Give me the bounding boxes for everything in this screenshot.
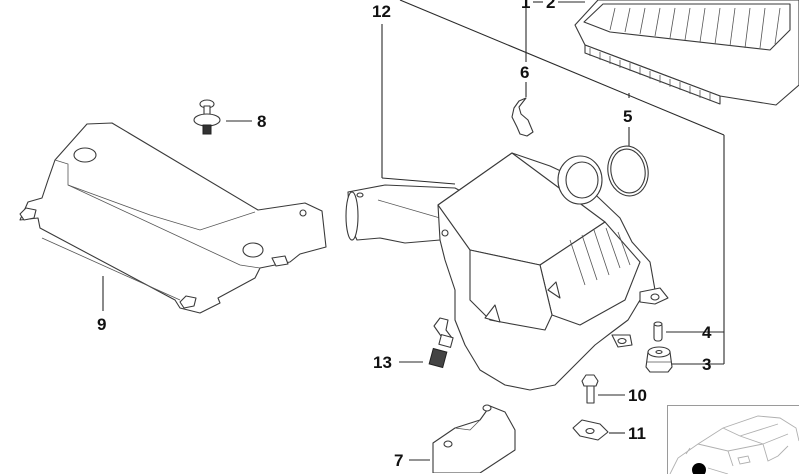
leader-1-diagonal: [399, 0, 725, 136]
callout-3[interactable]: 3: [702, 355, 712, 374]
locator-thumbnail: [667, 405, 799, 474]
gasket-ring: [607, 145, 649, 197]
connector-clip: [428, 317, 454, 369]
callout-10[interactable]: 10: [628, 386, 647, 405]
air-filter-housing: [437, 152, 669, 391]
callout-4[interactable]: 4: [702, 323, 712, 342]
callout-7[interactable]: 7: [394, 451, 404, 470]
rubber-mount: [645, 346, 673, 373]
callout-1[interactable]: 1: [521, 0, 531, 12]
bracket: [432, 404, 516, 473]
screw-with-washer: [193, 99, 221, 135]
callout-11[interactable]: 11: [628, 424, 646, 443]
callout-8[interactable]: 8: [257, 112, 267, 131]
location-marker: [692, 463, 706, 474]
callout-9[interactable]: 9: [97, 315, 107, 334]
clip-part-6: [511, 97, 534, 137]
callout-13[interactable]: 13: [373, 353, 392, 372]
bolt: [581, 374, 599, 404]
car-outline-icon: [669, 415, 799, 474]
sleeve: [653, 321, 663, 342]
callout-6[interactable]: 6: [520, 63, 530, 82]
air-duct-cover: [19, 122, 327, 314]
air-filter-element: [574, 0, 799, 106]
leader-12-h: [381, 177, 456, 185]
callout-5[interactable]: 5: [623, 107, 633, 126]
clip-nut: [572, 419, 609, 441]
leader-lines: [102, 0, 725, 461]
callout-2[interactable]: 2: [546, 0, 556, 12]
callout-12[interactable]: 12: [372, 2, 391, 21]
